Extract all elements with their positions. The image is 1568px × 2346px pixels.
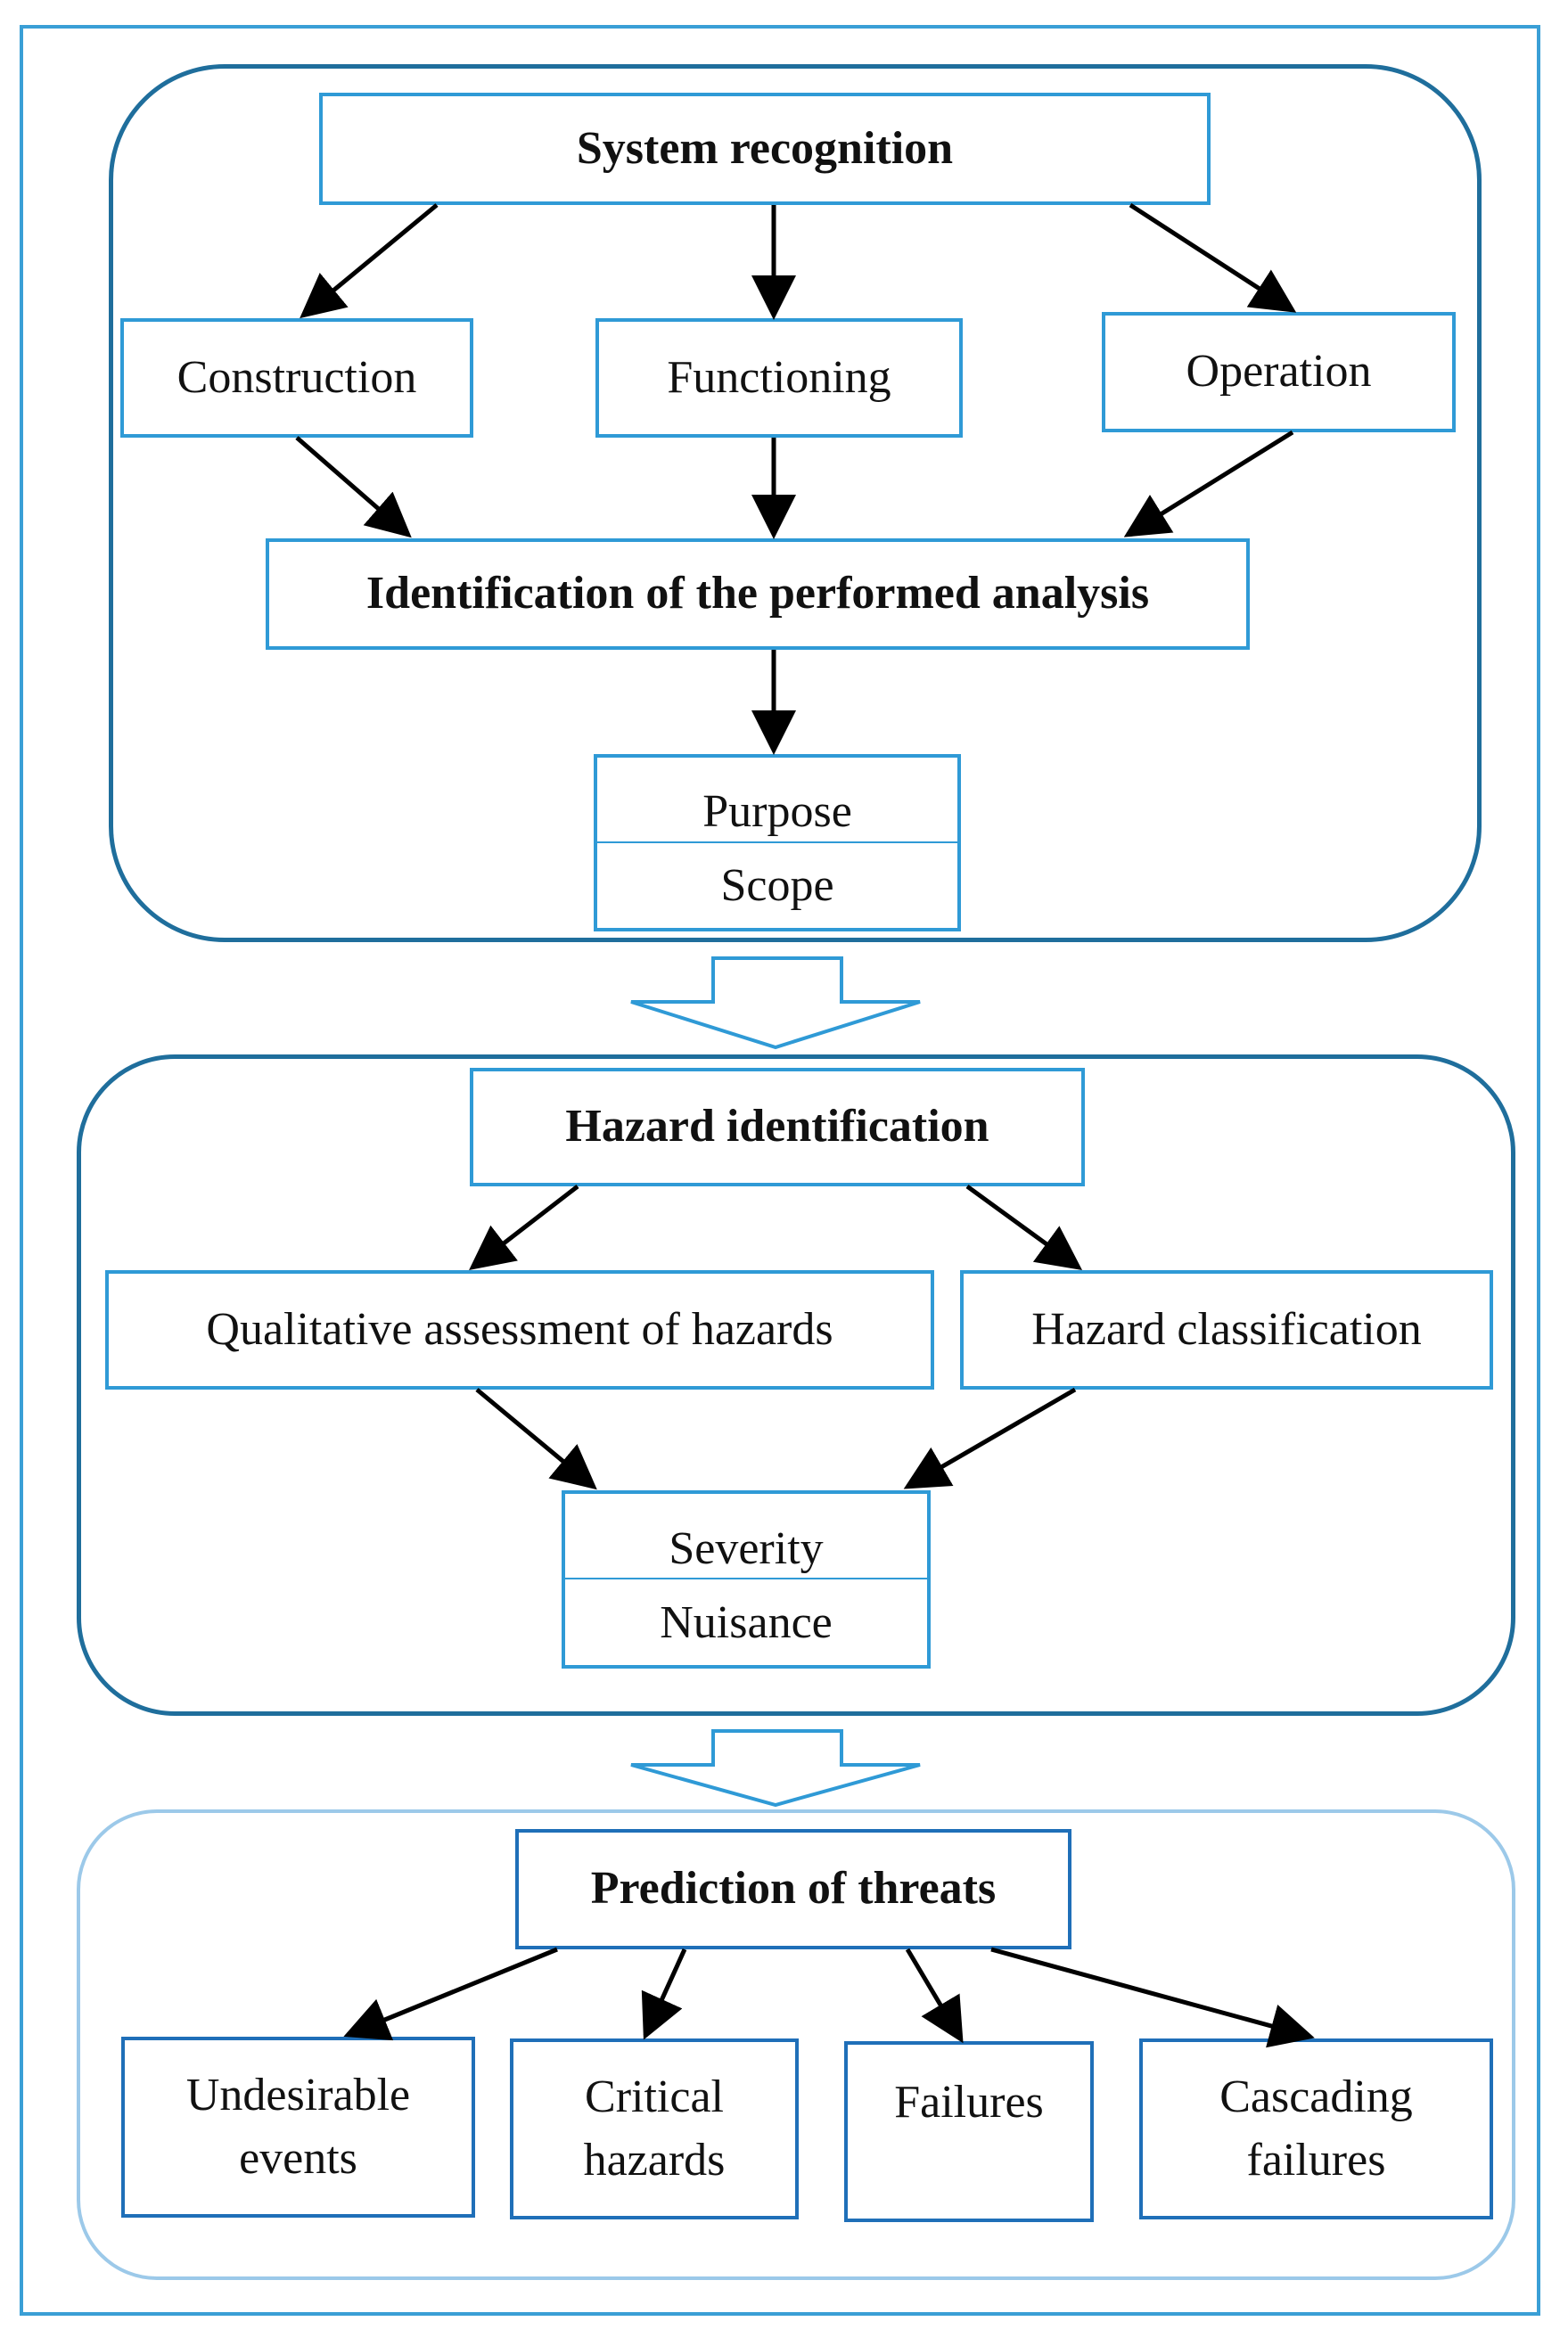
purpose-label: Purpose [597, 758, 957, 843]
arrow-operation-to-ident [1123, 430, 1294, 537]
cascading-failures-box: Cascading failures [1139, 2038, 1493, 2219]
purpose-scope-box: Purpose Scope [594, 754, 961, 931]
block-arrow-stage2-to-stage3 [630, 1729, 921, 1808]
system-recognition-box: System recognition [319, 93, 1211, 205]
identification-of-analysis-box: Identification of the performed analysis [266, 538, 1250, 650]
arrow-prediction-to-failures [905, 1948, 964, 2044]
cascading-line1: Cascading [1219, 2071, 1413, 2123]
undesirable-line2: events [239, 2132, 357, 2184]
arrow-prediction-to-critical [641, 1948, 687, 2040]
severity-label: Severity [565, 1494, 927, 1579]
construction-box: Construction [120, 318, 473, 438]
undesirable-line1: Undesirable [185, 2070, 411, 2121]
critical-hazards-box: Critical hazards [510, 2038, 799, 2219]
arrow-prediction-to-cascading [990, 1947, 1315, 2048]
arrow-prediction-to-undesirable [343, 1947, 558, 2041]
system-recognition-group [109, 64, 1482, 942]
arrow-sys-to-construction [300, 203, 439, 319]
block-arrow-stage1-to-stage2 [630, 956, 921, 1050]
hazard-identification-group [77, 1054, 1515, 1716]
critical-line2: hazards [583, 2134, 726, 2186]
operation-box: Operation [1102, 312, 1456, 432]
hazard-classification-box: Hazard classification [960, 1270, 1493, 1390]
arrow-classification-to-severity [903, 1387, 1077, 1489]
functioning-box: Functioning [595, 318, 963, 438]
arrow-sys-to-operation [1129, 202, 1297, 313]
hazard-identification-box: Hazard identification [470, 1068, 1085, 1186]
arrow-hazard-to-classification [965, 1184, 1083, 1270]
arrow-hazard-to-qualitative [469, 1185, 579, 1271]
critical-line1: Critical [585, 2071, 724, 2123]
arrow-qualitative-to-severity [475, 1388, 597, 1490]
qualitative-assessment-box: Qualitative assessment of hazards [105, 1270, 934, 1390]
undesirable-events-box: Undesirable events [121, 2037, 475, 2218]
scope-label: Scope [720, 859, 834, 911]
outer-frame [20, 25, 1540, 2316]
arrow-construction-to-ident [295, 436, 412, 538]
nuisance-label: Nuisance [660, 1596, 833, 1648]
cascading-line2: failures [1246, 2134, 1386, 2186]
severity-nuisance-box: Severity Nuisance [562, 1490, 931, 1669]
prediction-of-threats-box: Prediction of threats [515, 1829, 1071, 1949]
prediction-of-threats-group [77, 1809, 1515, 2280]
failures-box: Failures [844, 2041, 1094, 2222]
